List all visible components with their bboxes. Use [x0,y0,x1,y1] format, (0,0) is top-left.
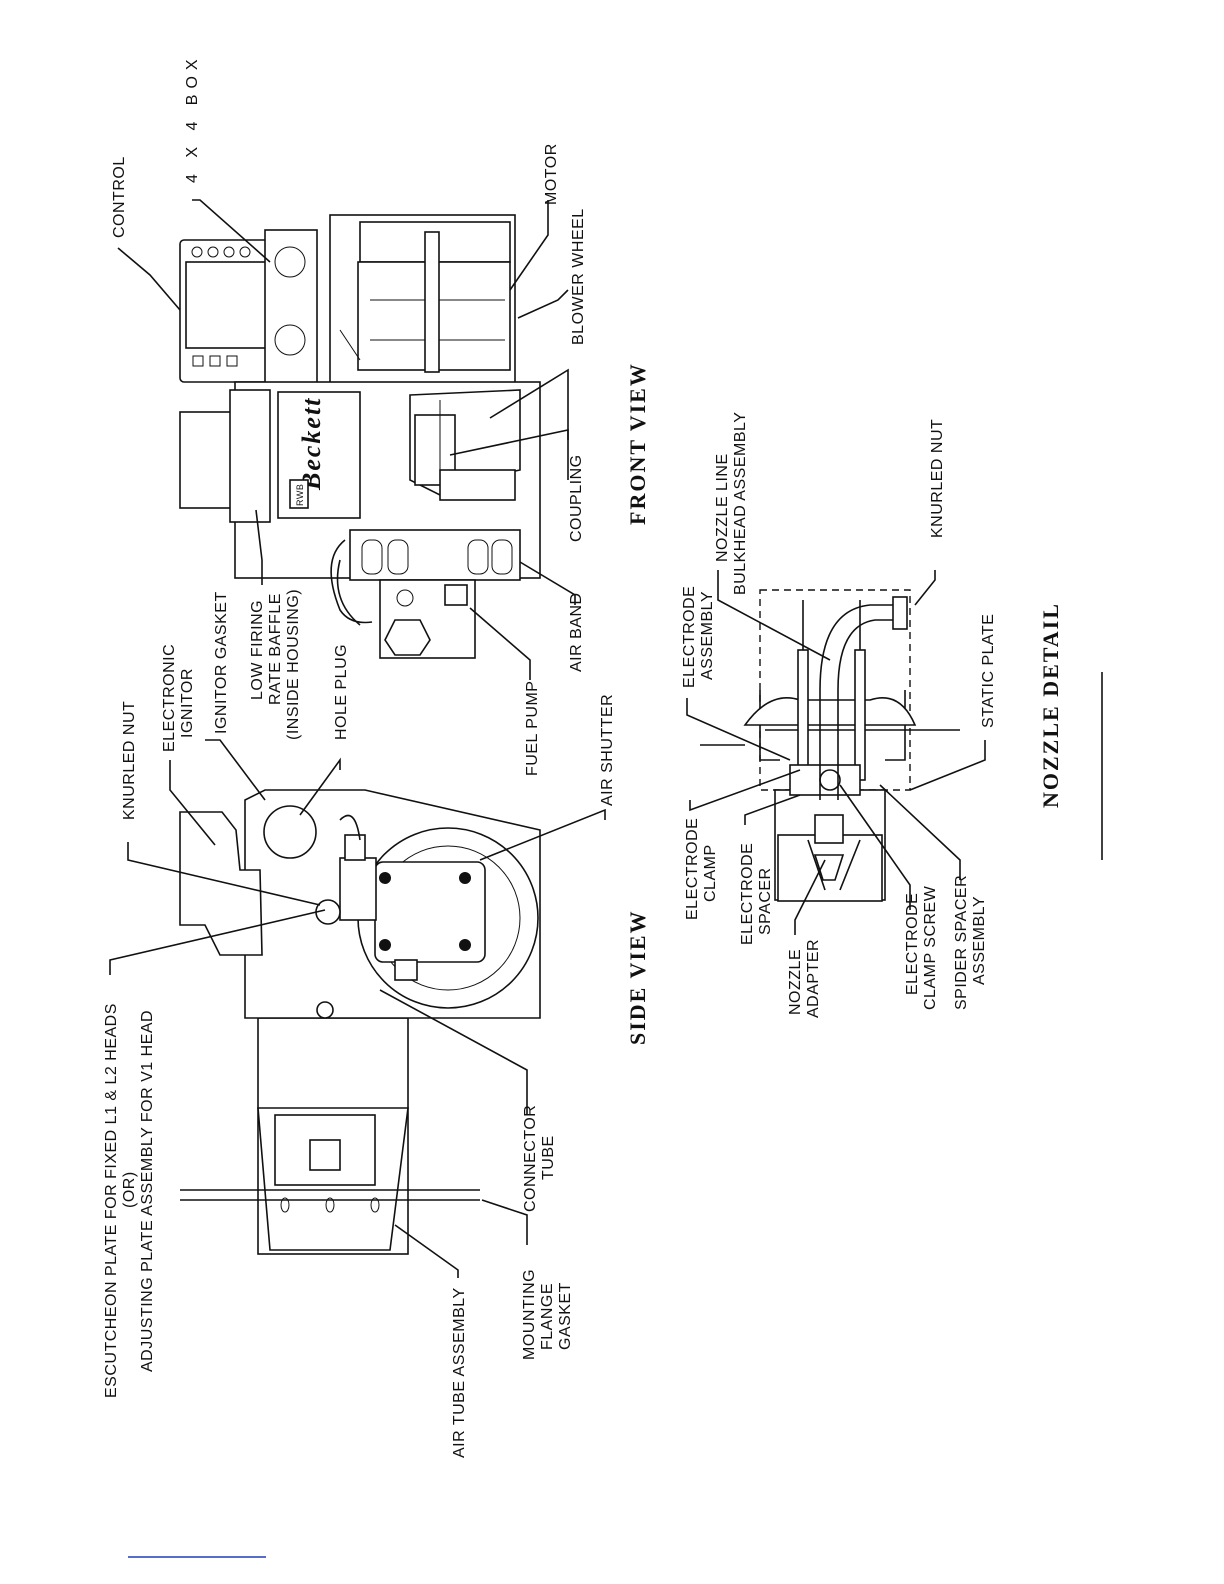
label-connector-tube-2: TUBE [540,1135,557,1180]
model-badge: RWB [295,484,305,506]
front-view-drawing: Beckett RWB [179,214,541,659]
label-mounting-gasket-2: FLANGE [539,1283,556,1350]
label-air-band: AIR BAND [568,592,585,672]
side-view-title: SIDE VIEW [625,909,650,1045]
electrode-right [854,649,866,781]
label-connector-tube-1: CONNECTOR [522,1105,539,1212]
side-view-drawing [179,789,541,1255]
nozzle-adapter [814,814,844,844]
bulkhead-flange [743,696,917,726]
label-knurled-nut-nozzle: KNURLED NUT [929,419,946,538]
label-fuel-pump: FUEL PUMP [524,681,541,776]
label-escutcheon-2: (OR) [121,1171,138,1208]
clamp-screw [819,769,841,791]
label-nozzle-adapter-1: NOZZLE [787,949,804,1015]
electrode-left [797,649,809,781]
label-electronic-ignitor-1: ELECTRONIC [161,644,178,752]
label-low-firing-1: LOW FIRING [249,600,266,700]
control-face [185,261,267,349]
label-electrode-spacer-2: SPACER [757,867,774,935]
label-knurled-nut-side: KNURLED NUT [121,701,138,820]
label-spider-spacer-2: ASSEMBLY [971,896,988,985]
front-view-title: FRONT VIEW [625,362,650,525]
label-clamp-screw-2: CLAMP SCREW [922,885,939,1010]
label-static-plate: STATIC PLATE [980,614,997,728]
label-control: CONTROL [111,156,128,238]
label-electrode-spacer-1: ELECTRODE [739,843,756,945]
leader-lines [109,199,986,1278]
label-4x4-box: 4 X 4 BOX [184,53,201,183]
label-ignitor-gasket: IGNITOR GASKET [213,591,230,734]
label-clamp-screw-1: ELECTRODE [904,893,921,995]
nozzle-detail-drawing [700,589,960,902]
label-low-firing-3: (INSIDE HOUSING) [285,589,302,740]
label-electrode-clamp-2: CLAMP [702,844,719,902]
label-low-firing-2: RATE BAFFLE [267,593,284,705]
label-hole-plug: HOLE PLUG [333,644,350,740]
label-electrode-assembly-1: ELECTRODE [681,586,698,688]
nozzle-detail-title: NOZZLE DETAIL [1038,602,1063,808]
label-escutcheon-3: ADJUSTING PLATE ASSEMBLY FOR V1 HEAD [139,1010,156,1372]
brand-logo: Beckett [297,397,326,491]
air-tube-stub [179,411,236,509]
label-mounting-gasket-1: MOUNTING [521,1269,538,1360]
knurled-nut [892,596,908,630]
label-motor: MOTOR [543,143,560,205]
label-nozzle-line-1: NOZZLE LINE [714,453,731,562]
air-band [349,529,521,581]
label-mounting-gasket-3: GASKET [557,1282,574,1350]
electronic-ignitor [179,811,263,956]
label-nozzle-line-2: BULKHEAD ASSEMBLY [732,412,749,595]
label-electrode-assembly-2: ASSEMBLY [699,591,716,680]
label-coupling: COUPLING [568,454,585,542]
label-nozzle-adapter-2: ADAPTER [805,939,822,1018]
hole-plug [263,805,317,859]
label-electrode-clamp-1: ELECTRODE [684,818,701,920]
four-by-four-box [264,229,318,387]
label-air-tube-assembly: AIR TUBE ASSEMBLY [451,1287,468,1458]
label-air-shutter: AIR SHUTTER [599,694,616,806]
label-electronic-ignitor-2: IGNITOR [179,668,196,738]
label-escutcheon-1: ESCUTCHEON PLATE FOR FIXED L1 & L2 HEADS [103,1003,120,1398]
label-spider-spacer-1: SPIDER SPACER [953,875,970,1010]
label-blower-wheel: BLOWER WHEEL [570,208,587,345]
